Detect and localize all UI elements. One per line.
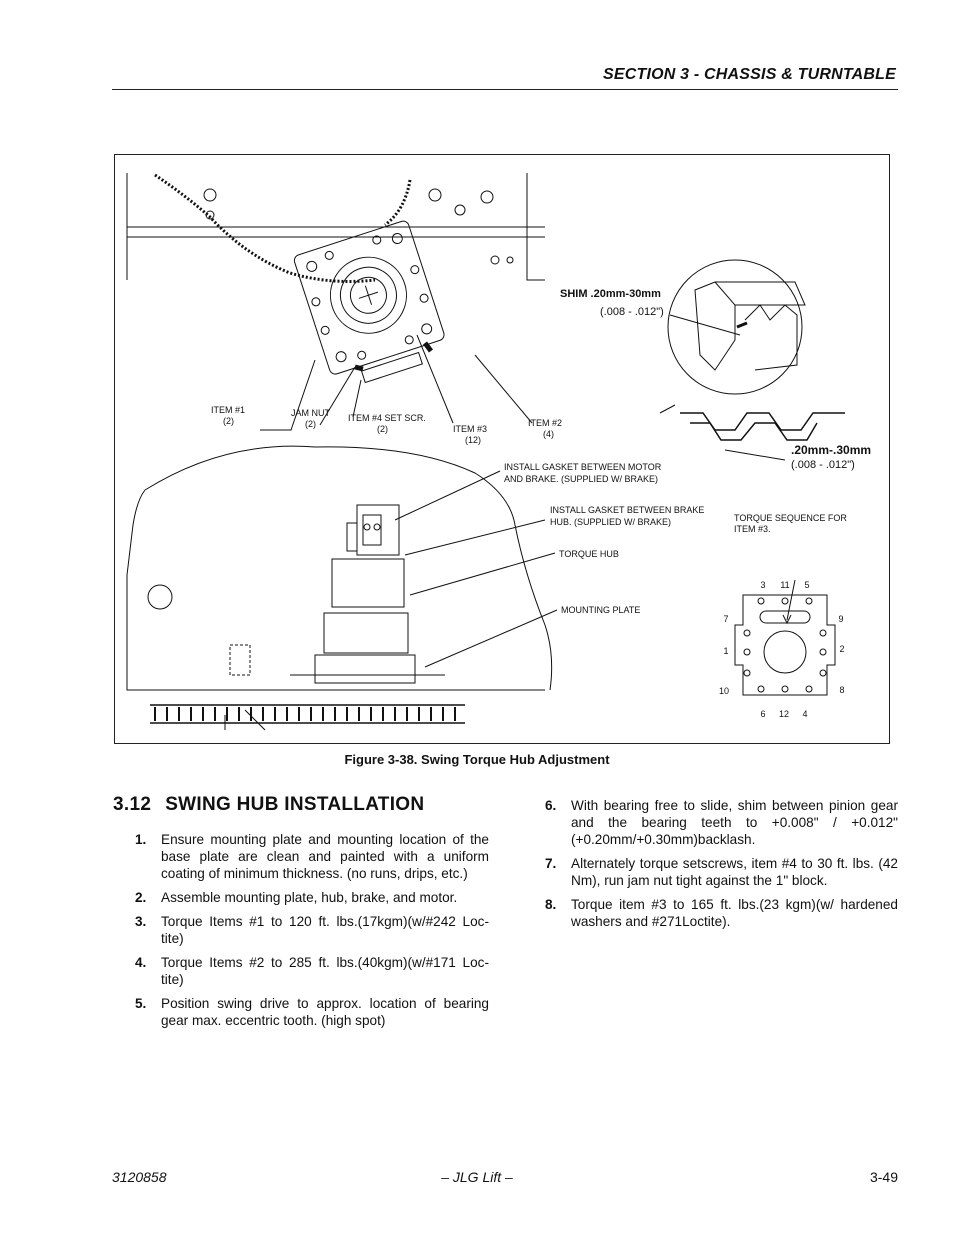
section-title: SWING HUB INSTALLATION [165,794,425,815]
section-number: 3.12 [113,794,152,815]
label-torque-seq-1: TORQUE SEQUENCE FOR [734,513,847,523]
step-text: Position swing drive to approx. location… [161,996,489,1028]
label-backlash-line1: .20mm-.30mm [791,443,871,457]
label-item3: ITEM #3 [453,424,487,434]
step-number: 7. [545,856,557,871]
step-text: Alternately torque setscrews, item #4 to… [571,856,898,888]
figure-drawing: ITEM #1 (2) JAM NUT (2) ITEM #4 SET SCR.… [126,173,871,731]
footer-publisher: – JLG Lift – [441,1169,513,1185]
label-backlash-line2: (.008 - .012") [791,459,855,471]
label-item4-qty: (2) [377,424,388,434]
seq-label: 6 [760,709,765,719]
label-shim-line1: SHIM .20mm-30mm [560,288,661,300]
step-text: With bearing free to slide, shim between… [571,798,898,847]
list-item: 3. Torque Items #1 to 120 ft. lbs.(17kgm)… [135,913,489,947]
step-number: 1. [135,832,147,847]
seq-label: 3 [760,580,765,590]
steps-column-left: 1. Ensure mounting plate and mounting loc… [135,831,489,1036]
seq-label: 9 [838,614,843,624]
seq-label: 1 [723,646,728,656]
figure-swing-torque-hub: ITEM #1 (2) JAM NUT (2) ITEM #4 SET SCR.… [114,154,890,744]
step-text: Torque Items #1 to 120 ft. lbs.(17kgm)(w… [161,914,489,946]
seq-label: 5 [804,580,809,590]
step-text: Assemble mounting plate, hub, brake, and… [161,890,458,905]
seq-label: 11 [780,580,789,590]
section-heading: 3.12 SWING HUB INSTALLATION [113,794,424,816]
list-item: 2. Assemble mounting plate, hub, brake, a… [135,889,489,906]
label-item2: ITEM #2 [528,418,562,428]
step-text: Torque Items #2 to 285 ft. lbs.(40kgm)(w… [161,955,489,987]
step-number: 6. [545,798,557,813]
seq-label: 4 [802,709,807,719]
label-gasket-motor-1: INSTALL GASKET BETWEEN MOTOR [504,462,662,472]
seq-label: 8 [839,685,844,695]
step-text: Ensure mounting plate and mounting locat… [161,832,489,881]
seq-label: 12 [779,709,789,719]
label-item4: ITEM #4 SET SCR. [348,413,426,423]
label-torque-seq-2: ITEM #3. [734,524,771,534]
label-gasket-motor-2: AND BRAKE. (SUPPLIED W/ BRAKE) [504,474,658,484]
section-header-title: SECTION 3 - CHASSIS & TURNTABLE [602,66,896,83]
label-jam-nut: JAM NUT [291,408,330,418]
label-gasket-brake-1: INSTALL GASKET BETWEEN BRAKE [550,505,704,515]
list-item: 4. Torque Items #2 to 285 ft. lbs.(40kgm)… [135,954,489,988]
step-number: 2. [135,890,147,905]
list-item: 5. Position swing drive to approx. locati… [135,995,489,1029]
header-divider [112,89,898,90]
label-torque-hub: TORQUE HUB [559,549,619,559]
label-gasket-brake-2: HUB. (SUPPLIED W/ BRAKE) [550,517,671,527]
list-item: 6. With bearing free to slide, shim betwe… [545,797,898,848]
label-shim-line2: (.008 - .012") [600,306,664,318]
footer-page-number: 3-49 [869,1169,898,1185]
step-text: Torque item #3 to 165 ft. lbs.(23 kgm)(w… [571,897,898,929]
label-item1-qty: (2) [223,416,234,426]
step-number: 8. [545,897,557,912]
seq-label: 2 [839,644,844,654]
figure-caption: Figure 3-38. Swing Torque Hub Adjustment [344,752,610,767]
seq-label: 10 [719,686,729,696]
label-item2-qty: (4) [543,429,554,439]
list-item: 1. Ensure mounting plate and mounting loc… [135,831,489,882]
step-number: 5. [135,996,147,1011]
seq-label: 7 [723,614,728,624]
label-jam-nut-qty: (2) [305,419,316,429]
label-item3-qty: (12) [465,435,481,445]
label-item1: ITEM #1 [211,405,245,415]
step-number: 3. [135,914,147,929]
steps-column-right: 6. With bearing free to slide, shim betwe… [545,797,898,937]
list-item: 7. Alternately torque setscrews, item #4 … [545,855,898,889]
footer-doc-number: 3120858 [112,1169,167,1185]
list-item: 8. Torque item #3 to 165 ft. lbs.(23 kgm)… [545,896,898,930]
label-mounting-plate: MOUNTING PLATE [561,605,640,615]
step-number: 4. [135,955,147,970]
